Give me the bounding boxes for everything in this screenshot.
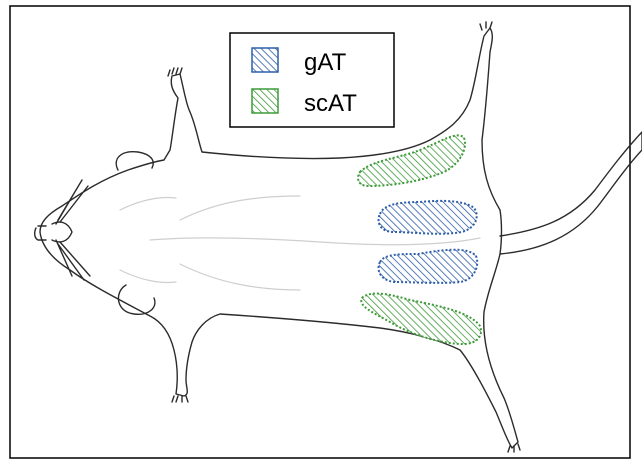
tail [500, 132, 642, 254]
legend-swatch-scat [252, 89, 278, 113]
ear-bottom [118, 285, 154, 314]
legend-swatch-gat [252, 48, 278, 72]
toes-front-bottom [172, 396, 188, 402]
scat-depot-upper [358, 135, 465, 186]
gat-depot-upper [379, 201, 477, 234]
gat-depot-lower [379, 250, 478, 283]
legend-label-scat: scAT [304, 90, 357, 117]
whiskers [56, 180, 90, 280]
legend: gAT scAT [230, 33, 394, 127]
legend-label-gat: gAT [304, 49, 347, 76]
